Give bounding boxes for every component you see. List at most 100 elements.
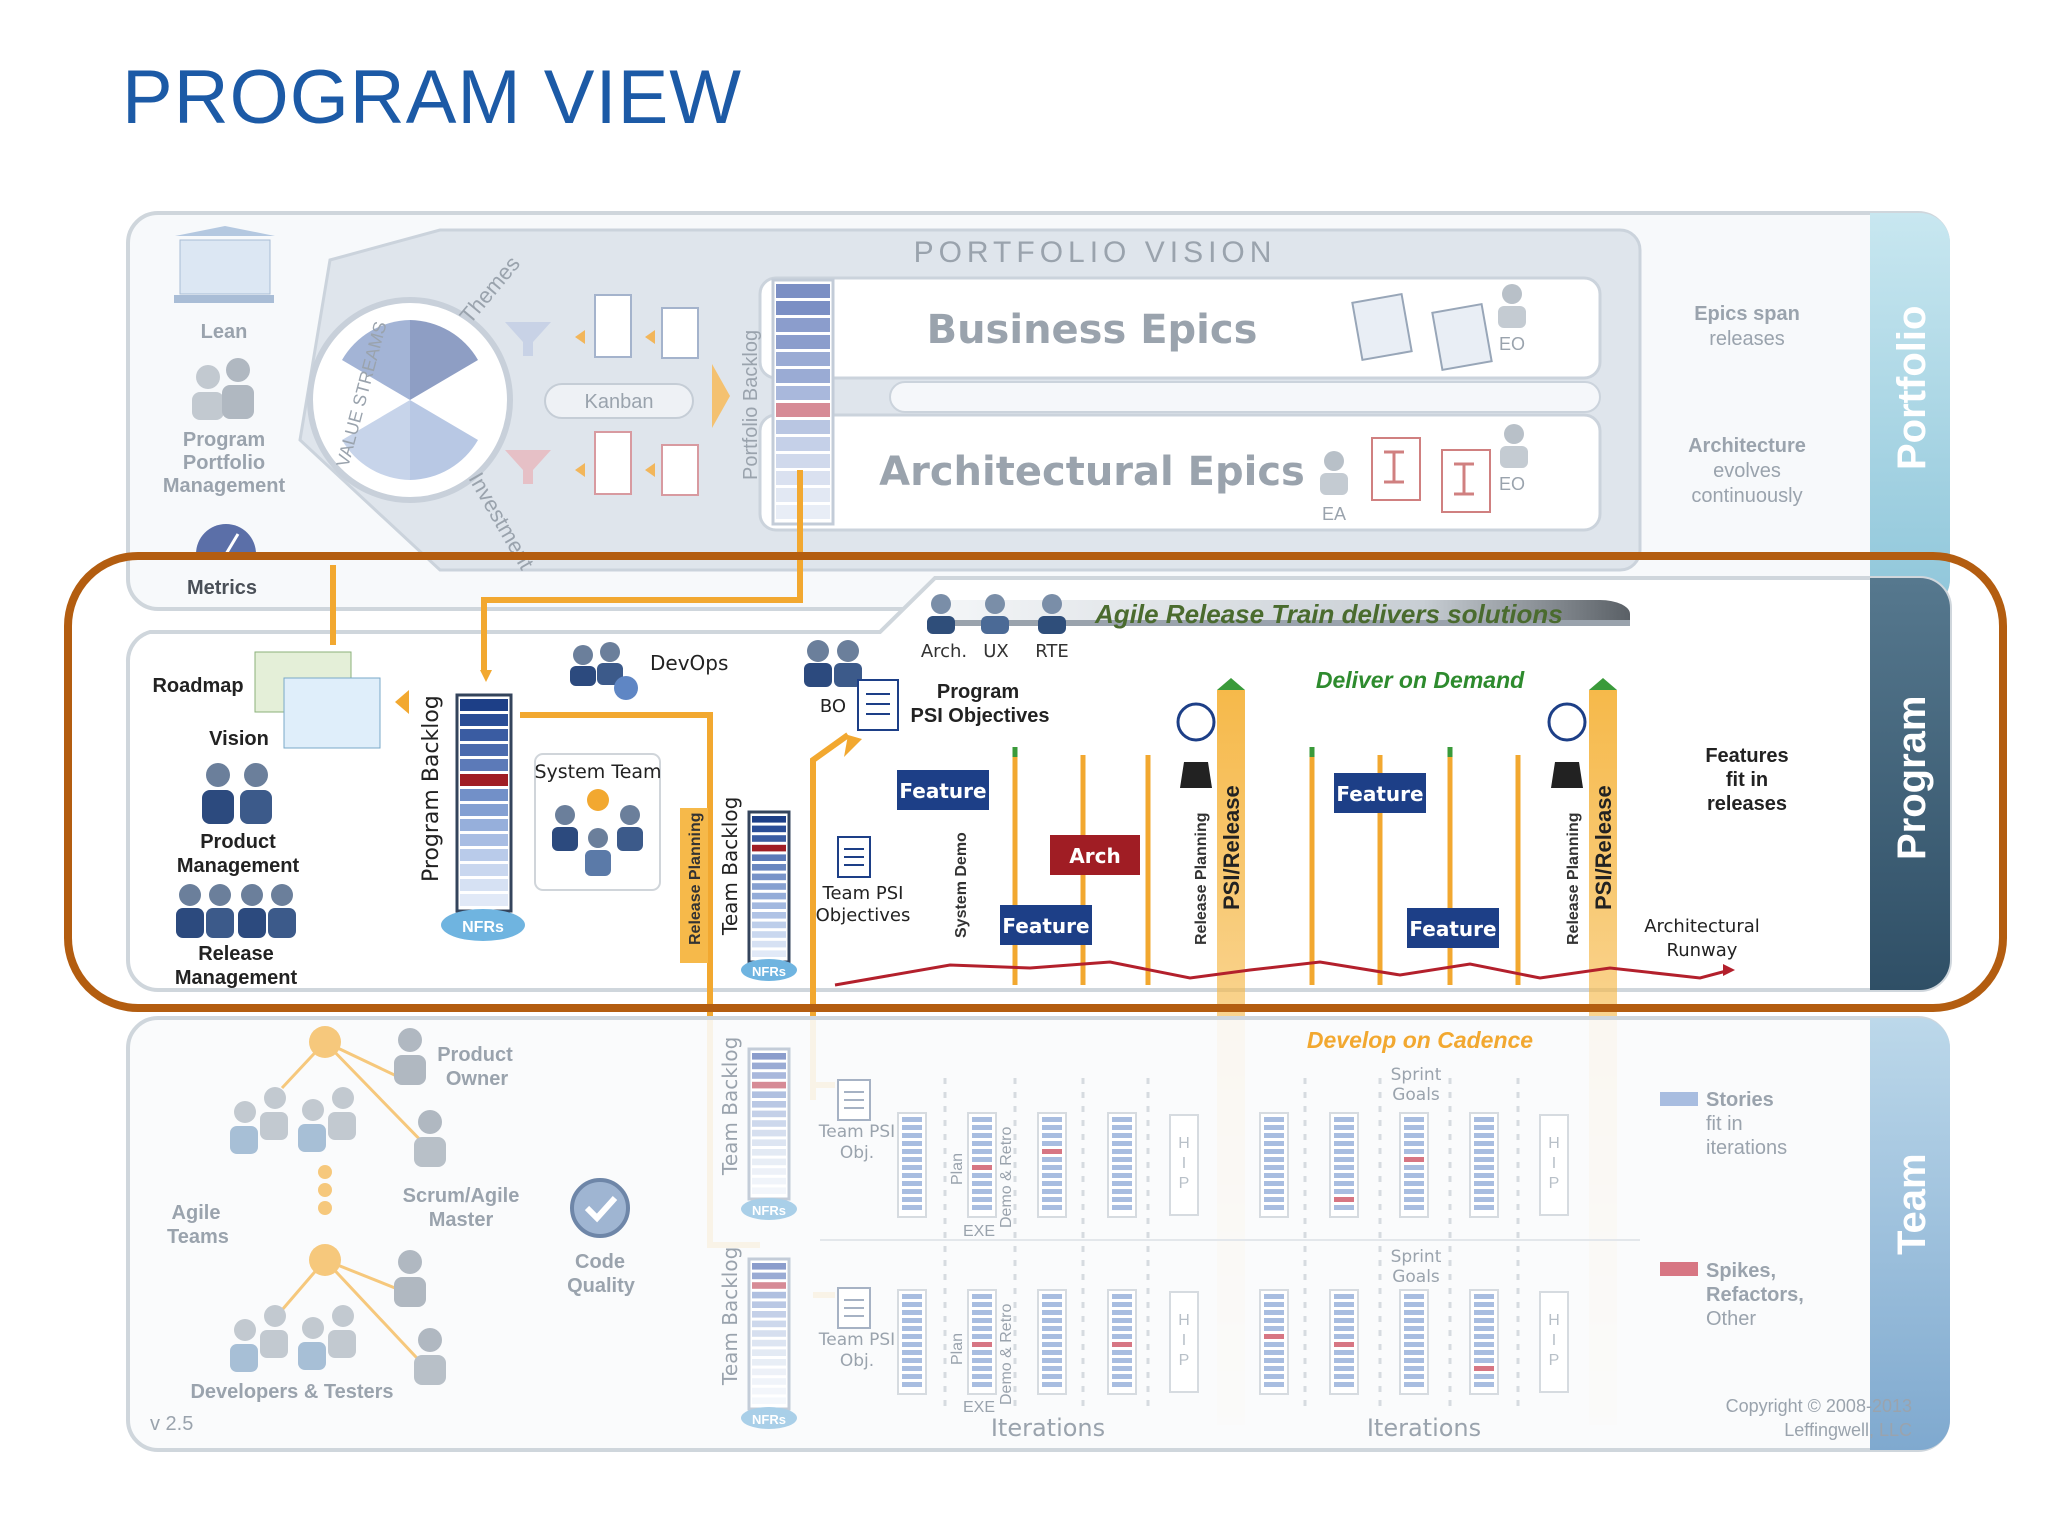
story-item — [1404, 1205, 1424, 1210]
architecture-diagram-icon — [1371, 437, 1491, 513]
backlog-item — [752, 1291, 786, 1299]
program-highlight-border — [64, 552, 2007, 1012]
team-nfrs-label-3: NFRs — [752, 1412, 786, 1427]
story-item — [1042, 1189, 1062, 1194]
backlog-item — [752, 892, 786, 900]
backlog-item — [776, 369, 830, 383]
backlog-item — [752, 1272, 786, 1280]
backlog-item — [752, 1081, 786, 1089]
story-item — [902, 1374, 922, 1379]
developers-testers-label: Developers & Testers — [190, 1381, 393, 1403]
story-item — [902, 1189, 922, 1194]
story-item — [972, 1149, 992, 1154]
psi-release-label-1: PSI/Release — [1219, 785, 1244, 910]
story-item — [1334, 1141, 1354, 1146]
story-item — [1264, 1125, 1284, 1130]
portfolio-note-2a: Architecture — [1688, 435, 1806, 457]
program-note-2: fit in — [1726, 769, 1768, 791]
story-item — [972, 1358, 992, 1363]
story-item — [1042, 1141, 1062, 1146]
agile-teams-label-1: Agile — [172, 1202, 221, 1224]
story-item — [902, 1197, 922, 1202]
svg-text:H: H — [1178, 1135, 1190, 1152]
story-item — [1042, 1318, 1062, 1323]
backlog-item — [752, 940, 786, 948]
legend-spikes-name: Spikes, — [1706, 1260, 1776, 1282]
story-item — [1334, 1382, 1354, 1387]
backlog-item — [752, 1062, 786, 1070]
feature-box: Feature — [1000, 905, 1092, 945]
story-item — [1112, 1149, 1132, 1154]
story-item — [1474, 1197, 1494, 1202]
legend-spikes-line-1: Refactors, — [1706, 1284, 1804, 1306]
story-item — [1334, 1133, 1354, 1138]
story-item — [1112, 1326, 1132, 1331]
story-item — [1334, 1374, 1354, 1379]
backlog-item — [752, 1129, 786, 1137]
metrics-label: Metrics — [187, 577, 257, 599]
svg-text:Feature: Feature — [1002, 914, 1089, 938]
backlog-item — [776, 420, 830, 434]
story-item — [1112, 1125, 1132, 1130]
psi-release-label-2: PSI/Release — [1591, 785, 1616, 910]
exe-label-2: EXE — [963, 1399, 995, 1416]
story-item — [1334, 1181, 1354, 1186]
arch-box: Arch — [1050, 835, 1140, 875]
story-item — [972, 1157, 992, 1162]
story-item — [1264, 1382, 1284, 1387]
team-band-label: Team — [1890, 1153, 1934, 1255]
story-item — [1334, 1326, 1354, 1331]
story-item — [1264, 1205, 1284, 1210]
story-item — [1264, 1342, 1284, 1347]
ea-label: EA — [1322, 504, 1346, 524]
program-band-label: Program — [1890, 696, 1934, 861]
story-item — [972, 1310, 992, 1315]
story-item — [902, 1358, 922, 1363]
story-item — [1334, 1302, 1354, 1307]
svg-text:P: P — [1549, 1175, 1560, 1192]
story-item — [1334, 1366, 1354, 1371]
ppm-label-2: Portfolio — [183, 452, 265, 474]
version-label: v 2.5 — [150, 1413, 193, 1435]
backlog-item — [752, 1120, 786, 1127]
story-item — [1264, 1181, 1284, 1186]
lean-label: Lean — [201, 321, 248, 343]
backlog-item — [752, 1110, 786, 1118]
story-item — [1334, 1165, 1354, 1170]
story-item — [902, 1173, 922, 1178]
story-item — [972, 1326, 992, 1331]
release-planning-label-2: Release Planning — [1193, 813, 1210, 946]
lean-temple-icon — [174, 226, 275, 303]
portfolio-section: Portfolio PORTFOLIO VISION Business Epic… — [126, 211, 1950, 611]
story-item — [1334, 1342, 1354, 1347]
code-quality-icon — [570, 1178, 630, 1238]
story-item — [1264, 1173, 1284, 1178]
bo-people-icon — [804, 640, 862, 687]
story-item — [902, 1302, 922, 1307]
story-item — [1112, 1382, 1132, 1387]
team-psi-objectives-doc-icon — [837, 836, 871, 878]
team-psi-objectives-label-2: Objectives — [816, 905, 911, 926]
story-item — [1474, 1342, 1494, 1347]
story-item — [1042, 1342, 1062, 1347]
inspect-adapt-weight-icon-1 — [1176, 702, 1216, 788]
story-item — [1474, 1133, 1494, 1138]
story-item — [1334, 1189, 1354, 1194]
story-item — [1264, 1149, 1284, 1154]
svg-text:H: H — [1178, 1312, 1190, 1329]
story-item — [1042, 1334, 1062, 1339]
backlog-item — [460, 879, 508, 891]
team-backlog-label-3: Team Backlog — [718, 1247, 742, 1386]
story-item — [1404, 1133, 1424, 1138]
svg-text:P: P — [1549, 1352, 1560, 1369]
story-item — [1404, 1326, 1424, 1331]
story-item — [1334, 1350, 1354, 1355]
backlog-item — [752, 950, 786, 957]
eo-label-2: EO — [1499, 474, 1525, 494]
backlog-item — [752, 1320, 786, 1328]
story-item — [902, 1294, 922, 1299]
backlog-item — [752, 1091, 786, 1098]
story-item — [1404, 1358, 1424, 1363]
backlog-item — [752, 1282, 786, 1289]
team-psi-obj-doc-icon-2 — [837, 1287, 871, 1329]
